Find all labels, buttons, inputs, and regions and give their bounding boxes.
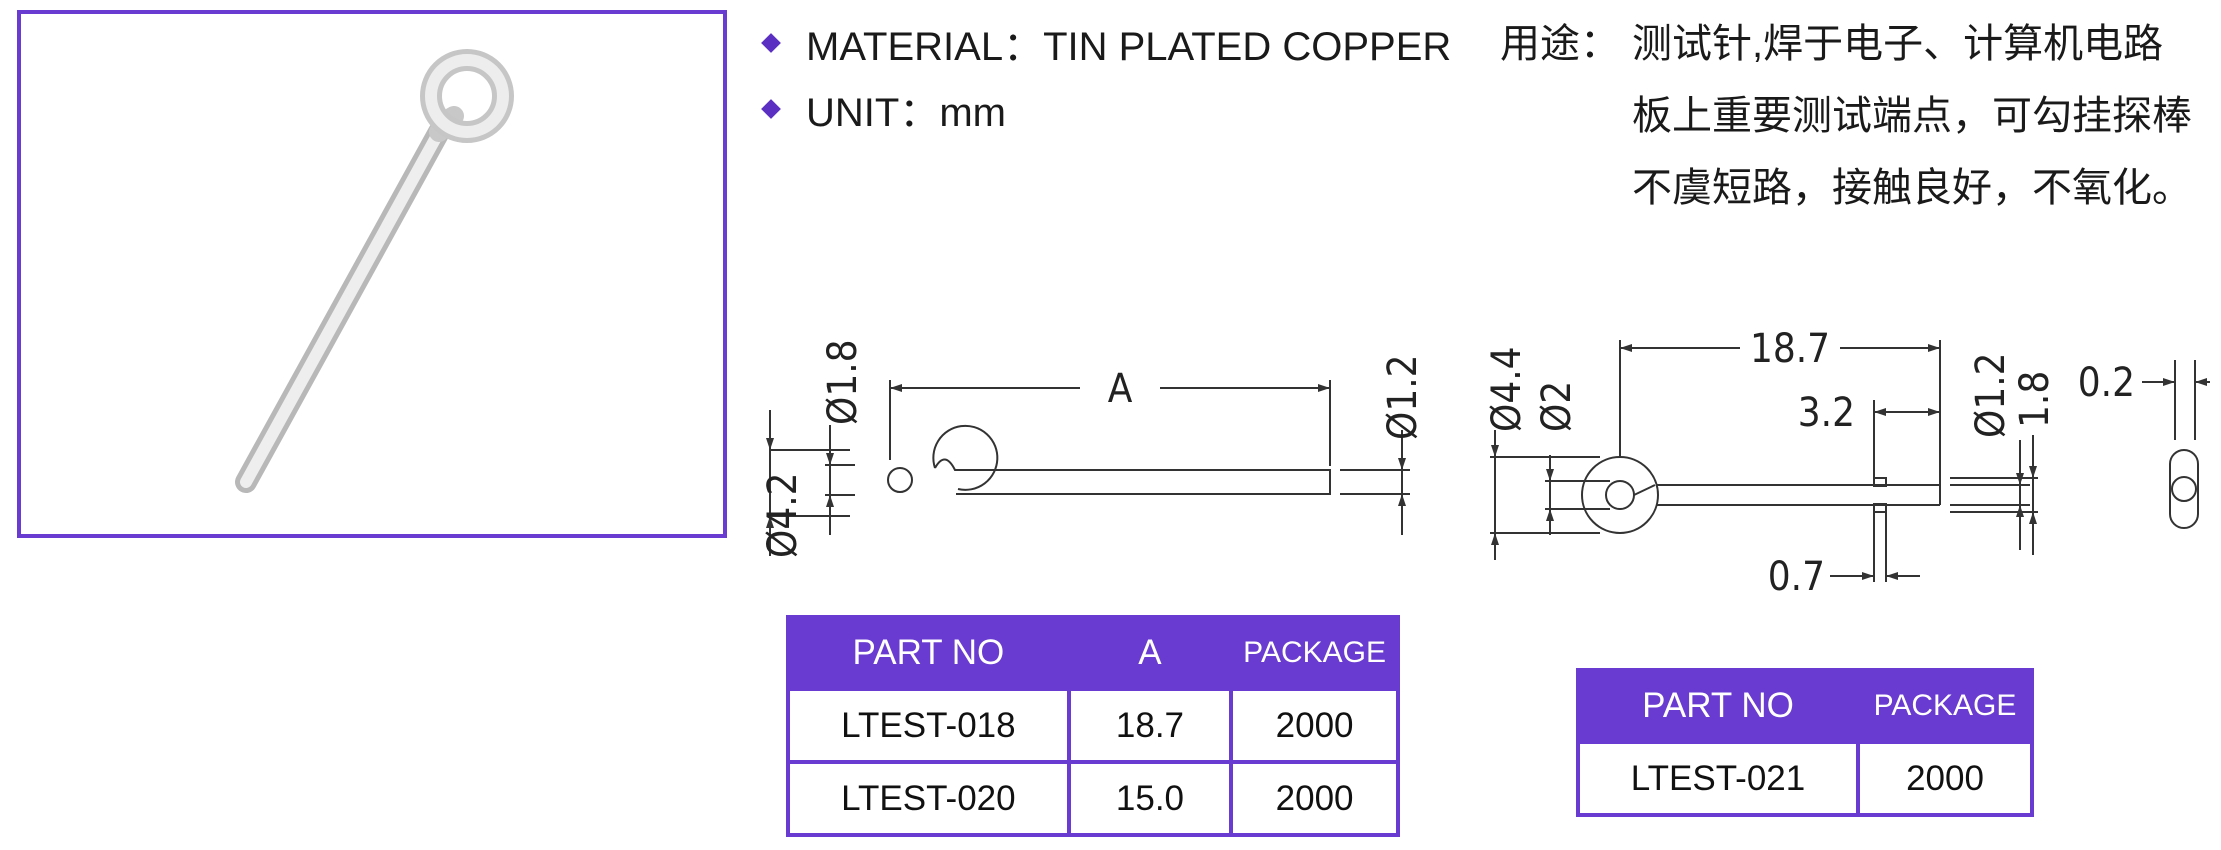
cell-a: 15.0 <box>1066 760 1234 837</box>
dim-groove-width-label: 0.7 <box>1768 554 1825 600</box>
drawing-left: A Ø1.8 Ø4.2 Ø1.2 <box>750 320 1430 580</box>
unit-text: UNIT：mm <box>806 91 1006 135</box>
dim-length-label: 18.7 <box>1750 326 1830 372</box>
parts-table-2: PART NO PACKAGE LTEST-021 2000 <box>1576 668 2034 817</box>
table-header-row: PART NO A PACKAGE <box>786 617 1400 689</box>
bullet-diamond-icon <box>761 99 781 119</box>
cell-package: 2000 <box>1229 687 1400 764</box>
material-text: MATERIAL：TIN PLATED COPPER <box>806 25 1452 69</box>
header-a: A <box>1066 617 1234 689</box>
bullet-diamond-icon <box>761 33 781 53</box>
cell-package: 2000 <box>1229 760 1400 837</box>
header-package: PACKAGE <box>1229 617 1400 689</box>
dim-wire-label: Ø1.2 <box>1968 352 2014 438</box>
spec-unit: UNIT：mm <box>758 76 1451 142</box>
test-pin-illustration <box>235 49 514 493</box>
table-row: LTEST-020 15.0 2000 <box>786 760 1400 837</box>
spec-list: MATERIAL：TIN PLATED COPPER UNIT：mm <box>758 10 1451 142</box>
dim-thickness-label: 0.2 <box>2078 360 2135 406</box>
spec-material: MATERIAL：TIN PLATED COPPER <box>758 10 1451 76</box>
dim-groove-span-label: 1.8 <box>2012 371 2058 428</box>
dim-wire-label: Ø1.2 <box>1380 354 1426 440</box>
dim-hole-label: Ø1.8 <box>820 339 866 425</box>
cell-package: 2000 <box>1856 740 2034 817</box>
drawing-right: 18.7 3.2 0.7 Ø4.4 Ø2 Ø1.2 1.8 0.2 <box>1470 320 2210 610</box>
dim-groove-pos-label: 3.2 <box>1798 390 1855 436</box>
table-header-row: PART NO PACKAGE <box>1576 670 2034 742</box>
product-photo <box>17 10 727 538</box>
cell-part-no: LTEST-020 <box>786 760 1071 837</box>
dim-hole-label: Ø2 <box>1534 381 1580 432</box>
dim-outer-label: Ø4.2 <box>760 472 806 558</box>
cell-a: 18.7 <box>1066 687 1234 764</box>
cell-part-no: LTEST-021 <box>1576 740 1860 817</box>
usage-text: 测试针,焊于电子、计算机电路板上重要测试端点，可勾挂探棒不虞短路，接触良好，不氧… <box>1632 22 2192 210</box>
header-package: PACKAGE <box>1856 670 2034 742</box>
usage-label: 用途： <box>1500 22 1620 66</box>
parts-table-1: PART NO A PACKAGE LTEST-018 18.7 2000 LT… <box>786 615 1400 837</box>
table-row: LTEST-021 2000 <box>1576 740 2034 817</box>
dim-outer-label: Ø4.4 <box>1484 346 1530 432</box>
header-part-no: PART NO <box>1576 670 1860 742</box>
header-part-no: PART NO <box>786 617 1071 689</box>
dim-a-label: A <box>1108 366 1133 412</box>
table-row: LTEST-018 18.7 2000 <box>786 687 1400 764</box>
cell-part-no: LTEST-018 <box>786 687 1071 764</box>
